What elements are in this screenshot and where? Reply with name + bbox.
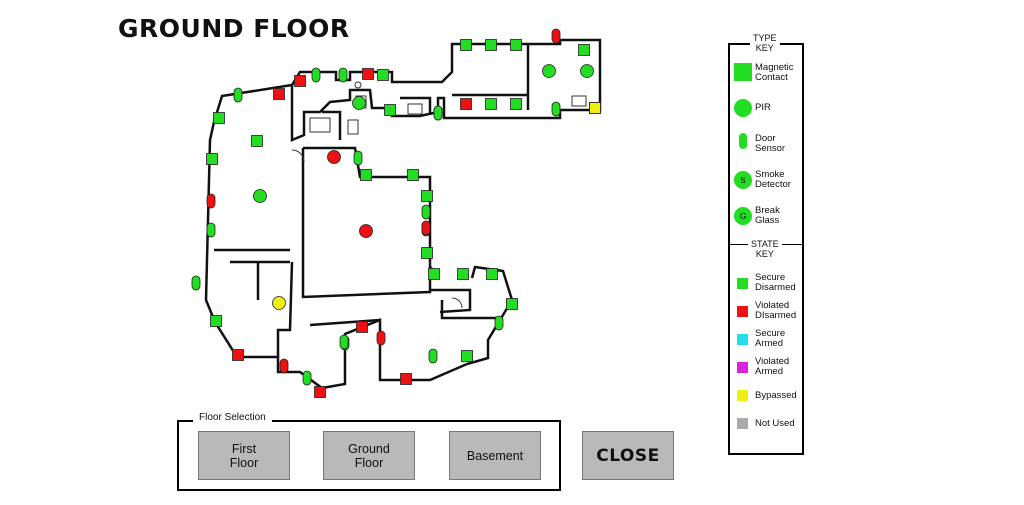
violated-armed-swatch [737,362,748,373]
door-sensor[interactable] [338,67,348,83]
magnetic-contact-sensor[interactable] [314,386,326,398]
door-sensor[interactable] [339,334,349,350]
sensor-layer [191,28,601,398]
type-key-smoke-detector: Smoke Detector [755,169,791,190]
magnetic-contact-sensor[interactable] [485,39,497,51]
floor-selection-legend: Floor Selection [193,412,272,423]
magnetic-contact-sensor[interactable] [461,350,473,362]
magnetic-contact-sensor[interactable] [421,190,433,202]
door-sensor[interactable] [353,150,363,166]
door-sensor[interactable] [206,193,216,209]
magnetic-contact-sensor[interactable] [213,112,225,124]
magnetic-contact-sensor[interactable] [273,88,285,100]
basement-button[interactable]: Basement [449,431,541,480]
pir-sensor[interactable] [253,189,267,203]
magnetic-contact-sensor[interactable] [589,102,601,114]
pir-sensor[interactable] [542,64,556,78]
first-floor-button[interactable]: First Floor [198,431,290,480]
magnetic-contact-sensor[interactable] [457,268,469,280]
magnetic-contact-sensor[interactable] [377,69,389,81]
state-key-violated-armed: Violated Armed [755,356,790,377]
state-key-secure-armed: Secure Armed [755,328,786,349]
bypassed-swatch [737,390,748,401]
magnetic-contact-sensor[interactable] [485,98,497,110]
door-sensor[interactable] [421,204,431,220]
door-sensor[interactable] [279,358,289,374]
not-used-swatch [737,418,748,429]
door-sensor[interactable] [311,67,321,83]
door-sensor[interactable] [233,87,243,103]
door-sensor[interactable] [551,101,561,117]
magnetic-contact-sensor[interactable] [360,169,372,181]
state-key-violated-disarmed: Violated DIsarmed [755,300,797,321]
magnetic-contact-icon [734,63,752,81]
pir-icon [734,99,752,117]
magnetic-contact-sensor[interactable] [384,104,396,116]
pir-sensor[interactable] [580,64,594,78]
pir-sensor[interactable] [359,224,373,238]
secure-disarmed-swatch [737,278,748,289]
state-key-bypassed: Bypassed [755,390,797,401]
magnetic-contact-sensor[interactable] [356,321,368,333]
magnetic-contact-sensor[interactable] [400,373,412,385]
magnetic-contact-sensor[interactable] [206,153,218,165]
floor-selection-panel [177,420,561,491]
door-sensor[interactable] [376,330,386,346]
ground-floor-button[interactable]: Ground Floor [323,431,415,480]
secure-armed-swatch [737,334,748,345]
close-button[interactable]: CLOSE [582,431,674,480]
magnetic-contact-sensor[interactable] [428,268,440,280]
door-sensor[interactable] [191,275,201,291]
magnetic-contact-sensor[interactable] [578,44,590,56]
door-sensor[interactable] [302,370,312,386]
type-key-break-glass: Break Glass [755,205,780,226]
magnetic-contact-sensor[interactable] [407,169,419,181]
key-panel: TYPE KEY Magnetic Contact PIR Door Senso… [728,33,804,455]
magnetic-contact-sensor[interactable] [362,68,374,80]
pir-sensor[interactable] [327,150,341,164]
type-key-title: TYPE KEY [750,33,780,53]
door-sensor[interactable] [494,315,504,331]
magnetic-contact-sensor[interactable] [251,135,263,147]
type-key-pir: PIR [755,102,771,113]
type-key-magnetic-contact: Magnetic Contact [755,62,794,83]
magnetic-contact-sensor[interactable] [486,268,498,280]
violated-disarmed-swatch [737,306,748,317]
floor-plan-walls [204,38,602,390]
smoke-detector-icon: S [734,171,752,189]
break-glass-icon: G [734,207,752,225]
floor-plan [191,28,602,398]
door-sensor[interactable] [433,105,443,121]
pir-sensor[interactable] [352,96,366,110]
door-sensor[interactable] [421,220,431,236]
door-sensor[interactable] [428,348,438,364]
type-key-door-sensor: Door Sensor [755,133,786,154]
magnetic-contact-sensor[interactable] [510,39,522,51]
magnetic-contact-sensor[interactable] [421,247,433,259]
magnetic-contact-sensor[interactable] [460,39,472,51]
magnetic-contact-sensor[interactable] [506,298,518,310]
door-sensor-icon [739,133,747,149]
state-key-secure-disarmed: Secure Disarmed [755,272,796,293]
magnetic-contact-sensor[interactable] [510,98,522,110]
magnetic-contact-sensor[interactable] [232,349,244,361]
door-sensor[interactable] [206,222,216,238]
state-key-title: STATE KEY [748,239,782,259]
page-title: GROUND FLOOR [118,14,350,43]
door-sensor[interactable] [551,28,561,44]
pir-sensor[interactable] [272,296,286,310]
state-key-not-used: Not Used [755,418,795,429]
magnetic-contact-sensor[interactable] [210,315,222,327]
magnetic-contact-sensor[interactable] [294,75,306,87]
magnetic-contact-sensor[interactable] [460,98,472,110]
